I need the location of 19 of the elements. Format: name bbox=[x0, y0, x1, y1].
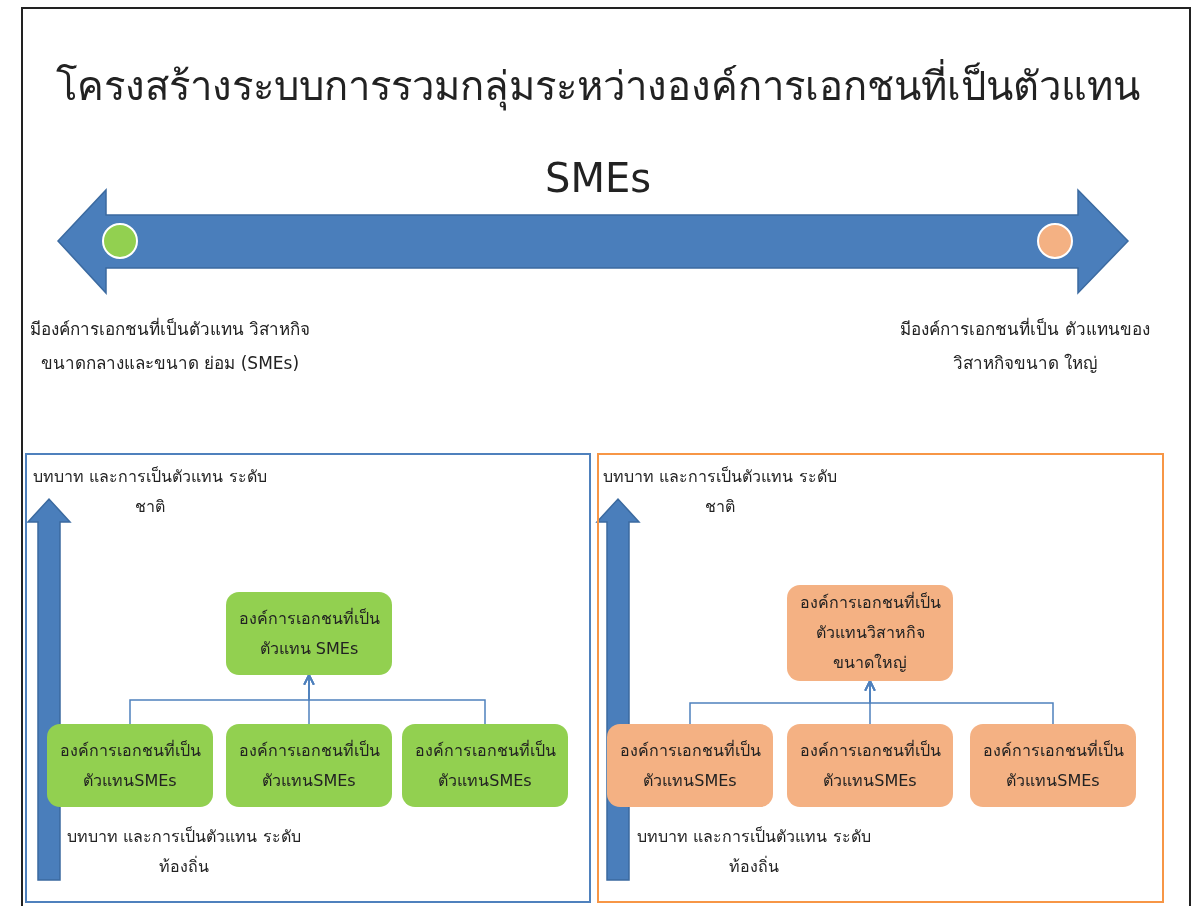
level-label: บทบาท และการเป็นตัวแทน ระดับชาติ bbox=[32, 465, 268, 518]
panel-frame bbox=[597, 453, 1164, 903]
level-label: บทบาท และการเป็นตัวแทน ระดับชาติ bbox=[602, 465, 838, 518]
rounded-box: องค์การเอกชนที่เป็น ตัวแทนSMEs bbox=[402, 724, 568, 807]
panel-frame bbox=[25, 453, 591, 903]
level-label: บทบาท และการเป็นตัวแทน ระดับท้องถิ่น bbox=[66, 825, 302, 878]
title: โครงสร้างระบบการรวมกลุ่มระหว่างองค์การเอกชนที่เป็นตัวแทน SMEs bbox=[40, 40, 1156, 224]
rounded-box: องค์การเอกชนที่เป็น ตัวแทนSMEs bbox=[970, 724, 1136, 807]
rounded-box: องค์การเอกชนที่เป็น ตัวแทน SMEs bbox=[226, 592, 392, 675]
rounded-box: องค์การเอกชนที่เป็น ตัวแทนSMEs bbox=[607, 724, 773, 807]
connector bbox=[864, 680, 1054, 725]
caption-text: มีองค์การเอกชนที่เป็น ตัวแทนของวิสาหกิจขนาด ใหญ่ bbox=[899, 316, 1151, 375]
caption-text: มีองค์การเอกชนที่เป็นตัวแทน วิสาหกิจขนาดกลางและขนาด ย่อม (SMEs) bbox=[28, 316, 312, 375]
level-label: บทบาท และการเป็นตัวแทน ระดับท้องถิ่น bbox=[636, 825, 872, 878]
rounded-box: องค์การเอกชนที่เป็น ตัวแทนSMEs bbox=[226, 724, 392, 807]
rounded-box: องค์การเอกชนที่เป็น ตัวแทนSMEs bbox=[47, 724, 213, 807]
rounded-box: องค์การเอกชนที่เป็น ตัวแทนวิสาหกิจ ขนาดใหญ่ bbox=[787, 585, 953, 681]
connector bbox=[303, 674, 486, 725]
rounded-box: องค์การเอกชนที่เป็น ตัวแทนSMEs bbox=[787, 724, 953, 807]
